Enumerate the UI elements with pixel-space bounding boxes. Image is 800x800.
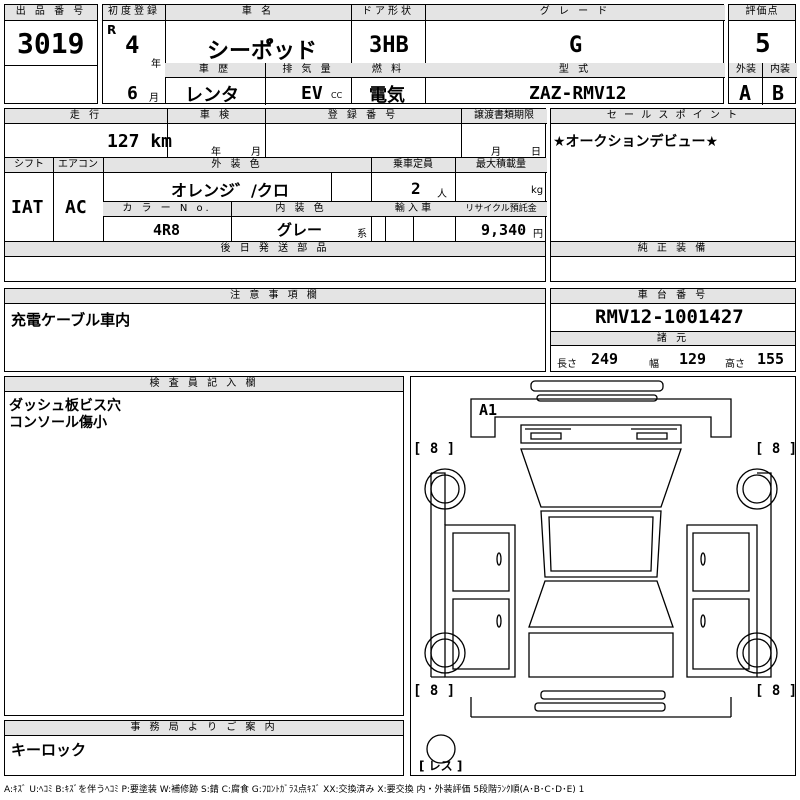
first-reg-month: 6 bbox=[127, 83, 138, 104]
caution-text: 充電ケーブル車内 bbox=[11, 311, 131, 329]
capacity-label: 乗車定員 bbox=[371, 158, 455, 173]
capacity-unit: 人 bbox=[437, 189, 447, 200]
office-box: 事 務 局 よ り ご 案 内 キーロック bbox=[4, 720, 404, 776]
car-diagram bbox=[424, 380, 778, 764]
inspection-month-unit: 月 bbox=[251, 147, 261, 158]
tire-front-right: [ 8 ] bbox=[755, 441, 798, 457]
caution-box: 注 意 事 項 欄 充電ケーブル車内 bbox=[4, 288, 546, 372]
color-no: 4R8 bbox=[153, 221, 181, 239]
lot-number-box: 出 品 番 号 3019 bbox=[4, 4, 98, 104]
height-label: 高さ bbox=[725, 359, 745, 370]
spare-tire: [ レス ] bbox=[419, 759, 463, 773]
exterior-score: A bbox=[739, 81, 752, 105]
width: 129 bbox=[679, 350, 707, 368]
era: R bbox=[107, 23, 117, 37]
length-label: 長さ bbox=[557, 359, 577, 370]
vehicle-info-box: 初度登録 車 名 ドア形状 グ レ ー ド R 4 年 シーポ゚ッド 3HB G… bbox=[102, 4, 725, 106]
tire-front-left: [ 8 ] bbox=[413, 441, 456, 457]
chassis-label: 車 台 番 号 bbox=[551, 289, 795, 304]
fuel: 電気 bbox=[369, 85, 405, 106]
history-label: 車 歴 bbox=[165, 63, 265, 78]
exterior-label: 外装 bbox=[729, 63, 763, 78]
sales-point-label: セ ー ル ス ポ イ ン ト bbox=[551, 109, 795, 124]
car-name: シーポ゚ッド bbox=[207, 39, 318, 64]
mileage: 127 km bbox=[107, 131, 173, 152]
reg-no-label: 登 録 番 号 bbox=[265, 109, 461, 124]
capacity: 2 bbox=[411, 179, 421, 198]
model: ZAZ-RMV12 bbox=[529, 83, 627, 104]
model-label: 型 式 bbox=[425, 63, 725, 78]
car-diagram-box: A1 [ 8 ] [ 8 ] [ 8 ] [ 8 ] [ レス ] bbox=[410, 376, 798, 776]
ac: AC bbox=[65, 197, 87, 218]
grade: G bbox=[569, 33, 583, 58]
displacement-unit: CC bbox=[331, 91, 343, 100]
mileage-label: 走 行 bbox=[5, 109, 167, 124]
door-type: 3HB bbox=[369, 33, 409, 58]
exterior-color: オレンジ゛/クロ bbox=[171, 181, 289, 200]
detail-box: 走 行 車 検 登 録 番 号 譲渡書類期限 127 km 年 月 月 日 シフ… bbox=[4, 108, 547, 282]
ac-label: エアコン bbox=[53, 158, 103, 173]
score-box: 評価点 5 外装 内装 A B bbox=[728, 4, 797, 105]
recycle: 9,340 bbox=[481, 221, 527, 239]
load-unit: kg bbox=[531, 185, 544, 196]
inspector-box: 検 査 員 記 入 欄 ダッシュ板ビス穴 コンソール傷小 bbox=[4, 376, 404, 716]
inspector-line-2: コンソール傷小 bbox=[9, 415, 107, 431]
car-name-label: 車 名 bbox=[165, 5, 351, 21]
recycle-label: リサイクル預託金 bbox=[455, 202, 547, 217]
fuel-label: 燃 料 bbox=[351, 63, 425, 78]
transfer-label: 譲渡書類期限 bbox=[461, 109, 547, 124]
lot-number-label: 出 品 番 号 bbox=[5, 5, 97, 21]
color-label: 外 装 色 bbox=[103, 158, 371, 173]
recycle-unit: 円 bbox=[533, 229, 543, 240]
first-reg-label: 初度登録 bbox=[103, 5, 165, 21]
length: 249 bbox=[591, 350, 619, 368]
first-reg-year: 4 bbox=[125, 31, 140, 59]
interior-color: グレー bbox=[277, 221, 323, 239]
interior-color-label: 内 装 色 bbox=[231, 202, 371, 217]
chassis-number: RMV12-1001427 bbox=[595, 306, 744, 328]
inspector-line-1: ダッシュ板ビス穴 bbox=[9, 398, 121, 414]
tire-rear-right: [ 8 ] bbox=[755, 683, 798, 699]
grade-label: グ レ ー ド bbox=[425, 5, 725, 21]
inspection-label: 車 検 bbox=[167, 109, 265, 124]
interior-score: B bbox=[772, 81, 785, 105]
load-label: 最大積載量 bbox=[455, 158, 547, 173]
inspector-label: 検 査 員 記 入 欄 bbox=[5, 377, 403, 392]
score: 5 bbox=[755, 29, 771, 59]
color-no-label: カ ラ ー N o. bbox=[103, 202, 231, 217]
genuine-label: 純 正 装 備 bbox=[551, 242, 795, 257]
inspection-year-unit: 年 bbox=[211, 147, 221, 158]
shift-label: シフト bbox=[5, 158, 53, 173]
office-text: キーロック bbox=[11, 741, 87, 759]
history: レンタ bbox=[185, 85, 239, 106]
tire-rear-left: [ 8 ] bbox=[413, 683, 456, 699]
sales-point-box: セ ー ル ス ポ イ ン ト ★オークションデビュー★ 純 正 装 備 bbox=[550, 108, 796, 282]
shift: IAT bbox=[11, 197, 44, 218]
damage-mark-a1: A1 bbox=[479, 401, 498, 419]
transfer-day-unit: 日 bbox=[531, 147, 541, 158]
sales-point: ★オークションデビュー★ bbox=[553, 134, 719, 150]
displacement: EV bbox=[301, 83, 323, 104]
office-label: 事 務 局 よ り ご 案 内 bbox=[5, 721, 403, 736]
interior-color-suffix: 系 bbox=[357, 229, 367, 240]
score-label: 評価点 bbox=[729, 5, 795, 21]
width-label: 幅 bbox=[649, 359, 659, 370]
later-parts-label: 後 日 発 送 部 品 bbox=[5, 242, 545, 257]
chassis-box: 車 台 番 号 RMV12-1001427 諸 元 長さ 249 幅 129 高… bbox=[550, 288, 796, 372]
displacement-label: 排 気 量 bbox=[265, 63, 351, 78]
caution-label: 注 意 事 項 欄 bbox=[5, 289, 545, 304]
legend: A:ｷｽﾞ U:ﾍｺﾐ B:ｷｽﾞを伴うﾍｺﾐ P:要塗装 W:補修跡 S:錆 … bbox=[4, 785, 585, 795]
lot-number: 3019 bbox=[17, 27, 85, 60]
door-label: ドア形状 bbox=[351, 5, 425, 21]
year-unit: 年 bbox=[151, 59, 161, 70]
import-label: 輸 入 車 bbox=[371, 202, 455, 217]
dims-label: 諸 元 bbox=[551, 332, 795, 346]
interior-label: 内装 bbox=[763, 63, 797, 78]
transfer-month-unit: 月 bbox=[491, 147, 501, 158]
height: 155 bbox=[757, 350, 785, 368]
month-unit: 月 bbox=[149, 93, 159, 104]
